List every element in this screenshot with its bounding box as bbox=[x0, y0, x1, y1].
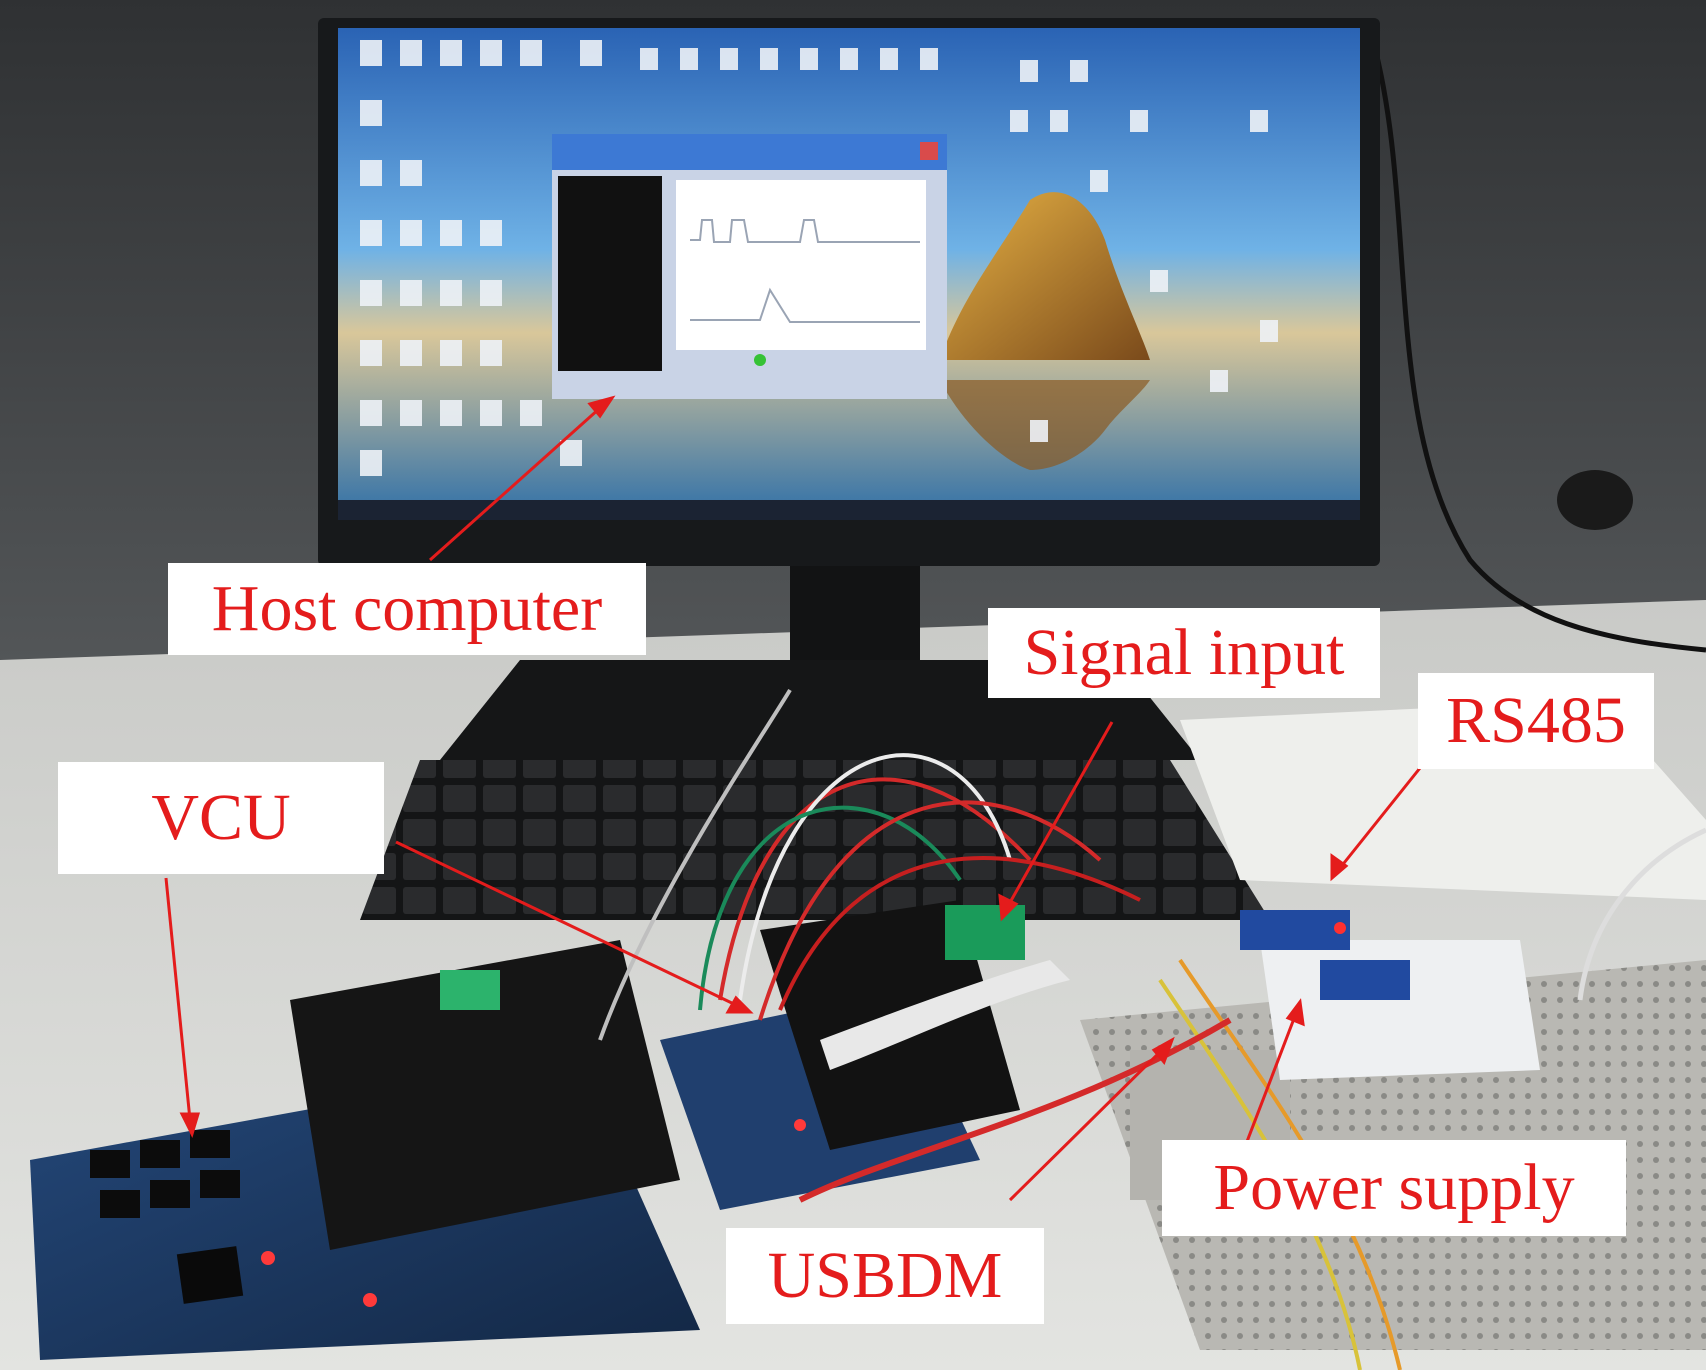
wall-socket bbox=[1557, 470, 1633, 530]
rs485-label-plate bbox=[1320, 960, 1410, 1000]
taskbar bbox=[338, 500, 1360, 520]
arrow-vcu bbox=[164, 877, 201, 1139]
label-host-computer: Host computer bbox=[168, 563, 646, 655]
vcu-connector bbox=[290, 940, 680, 1250]
label-power-supply: Power supply bbox=[1162, 1140, 1626, 1236]
ribbon-cable bbox=[820, 960, 1070, 1070]
cable-wall bbox=[1367, 29, 1706, 653]
vcu-relays bbox=[90, 1130, 240, 1218]
label-usbdm: USBDM bbox=[726, 1228, 1044, 1324]
wallpaper-rock bbox=[940, 192, 1150, 360]
rs485-usb-connector bbox=[1240, 910, 1350, 950]
vcu-chip bbox=[176, 1246, 244, 1304]
desktop-icons bbox=[360, 40, 1278, 476]
arrow-host-computer bbox=[429, 395, 616, 562]
arrow-rs485 bbox=[1330, 767, 1422, 882]
label-signal-input: Signal input bbox=[988, 608, 1380, 698]
label-rs485: RS485 bbox=[1418, 673, 1654, 769]
jumper-wires bbox=[598, 688, 1706, 1370]
usbdm-led bbox=[794, 1119, 806, 1131]
vcu-led-2 bbox=[363, 1293, 377, 1307]
rs485-led bbox=[1334, 922, 1346, 934]
arrow-vcu-2 bbox=[395, 840, 754, 1014]
keyboard bbox=[360, 760, 1270, 920]
label-vcu: VCU bbox=[58, 762, 384, 874]
host-app-window bbox=[552, 134, 947, 399]
arrow-usbdm bbox=[1008, 1036, 1175, 1202]
signal-terminal bbox=[945, 905, 1025, 960]
vcu-led-1 bbox=[261, 1251, 275, 1265]
db9-terminal bbox=[440, 970, 500, 1010]
arrow-signal-input bbox=[998, 721, 1114, 922]
